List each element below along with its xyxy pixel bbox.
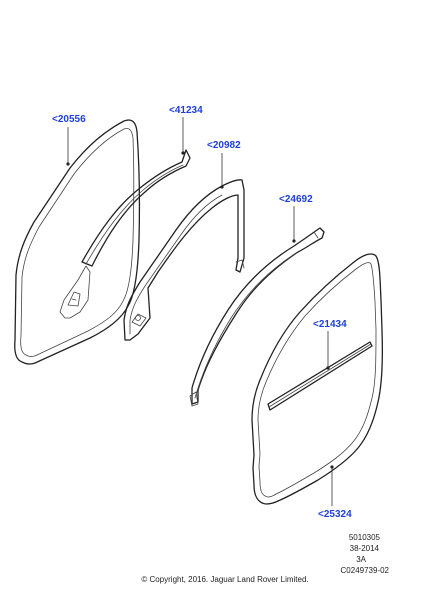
part-24692-long-seal-strip[interactable] — [189, 227, 325, 407]
callout-20556[interactable]: <20556 — [52, 114, 86, 125]
callout-25324[interactable]: <25324 — [318, 509, 352, 520]
part-21434-waist-belt-seal[interactable] — [267, 341, 373, 411]
copyright-notice: © Copyright, 2016. Jaguar Land Rover Lim… — [141, 575, 308, 584]
leader-lines — [66, 117, 334, 506]
ref-code: C0249739-02 — [341, 566, 390, 575]
ref-date: 38-2014 — [350, 544, 380, 553]
part-41234-header-seal[interactable] — [81, 149, 191, 267]
part-20982-pillar-seal[interactable] — [123, 179, 245, 341]
callout-24692[interactable]: <24692 — [279, 194, 313, 205]
part-25324-door-opening-seal[interactable] — [251, 253, 384, 505]
ref-revision: 3A — [356, 555, 366, 564]
callout-41234[interactable]: <41234 — [169, 105, 203, 116]
ref-number: 5010305 — [349, 533, 381, 542]
part-20556-door-frame-seal[interactable] — [14, 119, 141, 365]
callout-21434[interactable]: <21434 — [313, 319, 347, 330]
callout-20982[interactable]: <20982 — [207, 140, 241, 151]
